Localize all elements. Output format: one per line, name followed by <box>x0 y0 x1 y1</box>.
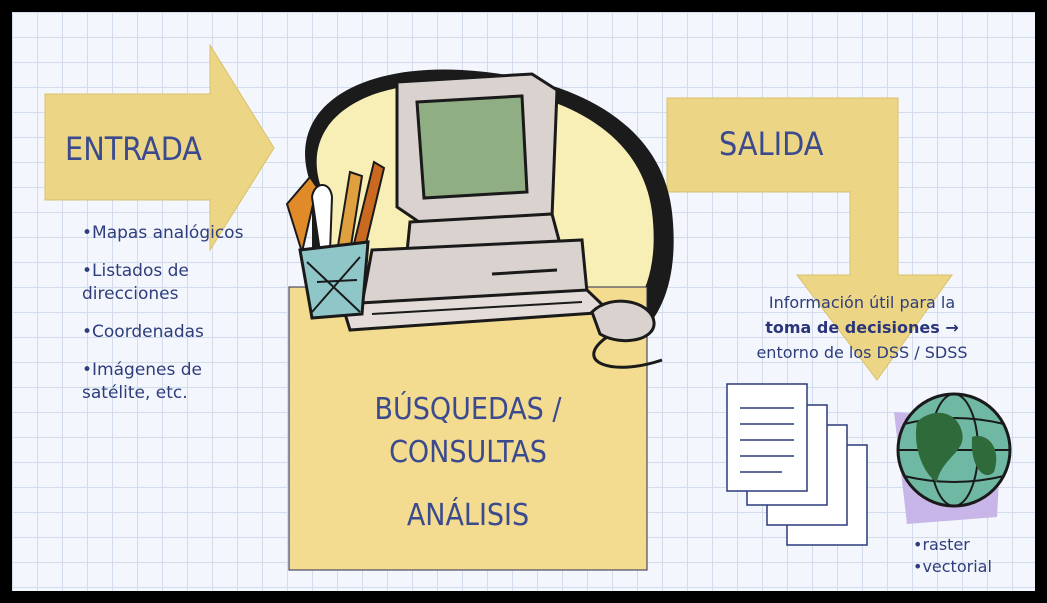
list-item: Coordenadas <box>82 321 252 344</box>
process-line-2: CONSULTAS <box>389 435 547 470</box>
salida-arrow <box>666 97 953 381</box>
info-line-2: toma de decisiones → <box>765 318 959 337</box>
input-list: Mapas analógicos Listados de direcciones… <box>82 222 252 420</box>
process-box <box>288 286 648 571</box>
output-info: Información útil para la toma de decisio… <box>732 290 992 365</box>
entrada-label: ENTRADA <box>65 130 202 168</box>
diagram-canvas: ENTRADA Mapas analógicos Listados de dir… <box>9 9 1038 594</box>
globe-icon <box>894 392 1012 524</box>
info-line-1: Información útil para la <box>768 293 956 312</box>
list-item: vectorial <box>913 556 1033 578</box>
pencil-cup-icon <box>285 160 386 320</box>
process-line-1: BÚSQUEDAS / <box>374 392 562 427</box>
list-item: Listados de direcciones <box>82 260 252 306</box>
salida-label: SALIDA <box>719 125 824 163</box>
format-list: raster vectorial <box>913 534 1033 578</box>
diagram-graphics <box>44 43 1012 571</box>
process-line-3: ANÁLISIS <box>406 498 530 533</box>
info-line-3: entorno de los DSS / SDSS <box>756 343 968 362</box>
list-item: Mapas analógicos <box>82 222 252 245</box>
list-item: Imágenes de satélite, etc. <box>82 359 252 405</box>
entrada-arrow <box>44 43 275 252</box>
list-item: raster <box>913 534 1033 556</box>
document-stack-icon <box>726 383 868 546</box>
